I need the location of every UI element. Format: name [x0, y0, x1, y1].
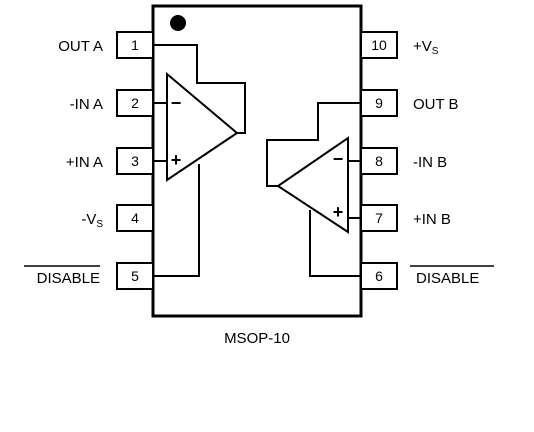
pin-label-disable-a: DISABLE	[37, 270, 100, 287]
op-amp-a: − +	[153, 44, 246, 277]
op-amp-a-output-wire	[153, 44, 246, 134]
package-name: MSOP-10	[224, 330, 290, 347]
pin-3: 3	[116, 147, 154, 175]
pin-label-in-minus-a: -IN A	[70, 96, 103, 113]
pin-5: 5	[116, 262, 154, 290]
pin-number: 6	[375, 268, 383, 284]
pin-number: 9	[375, 95, 383, 111]
op-amp-b-disable-wire	[309, 210, 361, 277]
op-amp-a-noninverting-sign: +	[171, 150, 182, 170]
pin-7: 7	[360, 204, 398, 232]
op-amp-a-disable-wire	[153, 164, 200, 277]
op-amp-b-triangle	[276, 136, 349, 234]
pin-number: 3	[131, 153, 139, 169]
pin1-indicator-dot	[170, 15, 186, 31]
pin-number: 7	[375, 210, 383, 226]
subscript: S	[432, 46, 439, 57]
op-amp-a-triangle	[166, 71, 239, 182]
subscript: S	[96, 219, 103, 230]
pin-number: 2	[131, 95, 139, 111]
pin-1: 1	[116, 31, 154, 59]
pin-label-in-plus-b: +IN B	[413, 211, 451, 228]
pin-label-disable-b: DISABLE	[416, 270, 479, 287]
pin-number: 4	[131, 210, 139, 226]
pin-label-neg-supply: -VS	[81, 211, 103, 230]
pin-number: 10	[371, 37, 387, 53]
pin-label-in-minus-b: -IN B	[413, 154, 447, 171]
pin-10: 10	[360, 31, 398, 59]
pin-label-pos-supply: +VS	[413, 38, 439, 57]
op-amp-b-output-wire	[266, 102, 361, 187]
op-amp-a-inverting-sign: −	[171, 93, 182, 113]
pin-4: 4	[116, 204, 154, 232]
pin-9: 9	[360, 89, 398, 117]
pin-2: 2	[116, 89, 154, 117]
pin-8: 8	[360, 147, 398, 175]
pin-label-out-a: OUT A	[58, 38, 103, 55]
pin-label-out-b: OUT B	[413, 96, 459, 113]
pin-number: 1	[131, 37, 139, 53]
op-amp-b-inverting-sign: −	[333, 149, 344, 169]
pin-number: 5	[131, 268, 139, 284]
pin-6: 6	[360, 262, 398, 290]
pin-label-in-plus-a: +IN A	[66, 154, 103, 171]
op-amp-b-noninverting-sign: +	[333, 202, 344, 222]
op-amp-b: − +	[266, 102, 361, 277]
pin-number: 8	[375, 153, 383, 169]
